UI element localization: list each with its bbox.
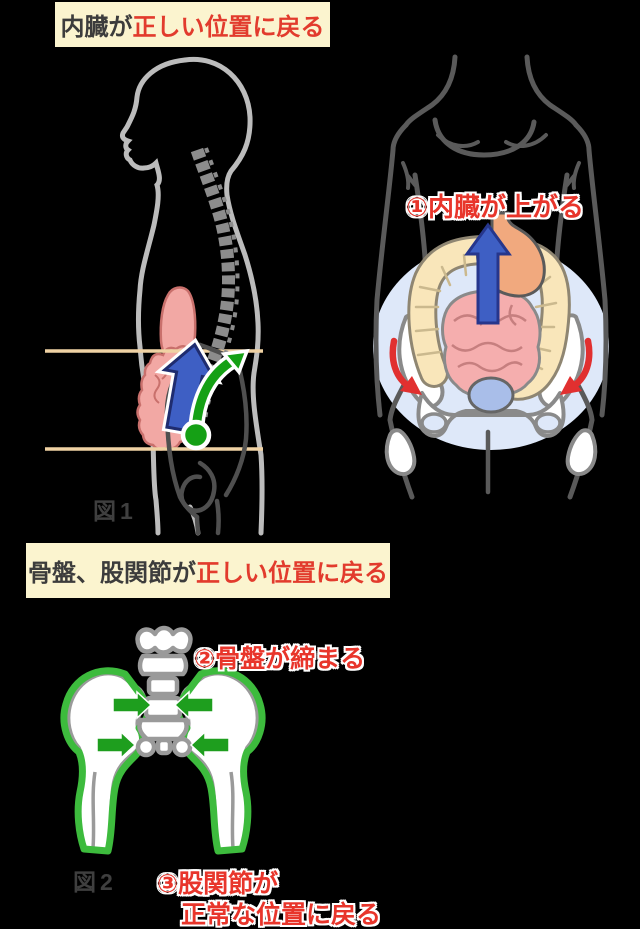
- front-abdomen-figure: [373, 54, 609, 500]
- banner2-red-text: 正しい位置に戻る: [196, 560, 388, 587]
- vertebra-2: [137, 653, 189, 677]
- lower-left-arrow: [96, 730, 137, 760]
- banner1-red-text: 正しい位置に戻る: [132, 14, 325, 41]
- upper-left-arrow: [112, 690, 153, 720]
- callout-pelvis-tighten: ②骨盤が締まる: [194, 645, 366, 673]
- sacrum-spine: [135, 625, 193, 758]
- organs-rise-arrow: [464, 222, 512, 325]
- arm-left-line: [373, 122, 409, 418]
- sacrum: [137, 717, 189, 742]
- arm-right-line: [573, 122, 609, 418]
- chest-left-curve: [436, 133, 480, 149]
- pivot-dot: [180, 419, 212, 451]
- right-femur-midline: [229, 771, 235, 849]
- callout-hip-line1: ③股関節が: [157, 870, 279, 898]
- section-organs-banner: 内臓が正しい位置に戻る: [55, 2, 330, 47]
- femur-line-back: [214, 498, 221, 536]
- vertebra-3: [146, 675, 180, 697]
- red-arrow-right-curve: [570, 337, 593, 390]
- chest-right-curve: [504, 133, 548, 149]
- pelvis-front-figure: [60, 625, 266, 855]
- armpit-left-detail: [401, 161, 417, 190]
- vertebra-1: [135, 625, 193, 655]
- pubic-symphysis: [155, 737, 173, 756]
- banner1-dark-text: 内臓が: [60, 14, 133, 41]
- red-arrow-left-curve: [389, 337, 412, 390]
- bladder: [467, 376, 515, 414]
- tighten-arrows: [96, 690, 230, 760]
- callout-organs-rise: ①内臓が上がる: [406, 192, 585, 222]
- neck-right-line: [524, 54, 579, 128]
- femur-line-front: [194, 514, 201, 536]
- armpit-right-detail: [565, 161, 581, 190]
- right-femur-head: [565, 428, 598, 476]
- curve-arrowhead: [220, 348, 250, 376]
- red-close-arrows: [389, 337, 593, 395]
- section-pelvis-banner: 骨盤、股関節が正しい位置に戻る: [26, 543, 390, 598]
- vertebra-4: [143, 695, 183, 720]
- callout-hip-line2: 正常な位置に戻る: [181, 901, 382, 929]
- left-femur-midline: [91, 771, 97, 849]
- red-arrow-right-head: [560, 376, 582, 395]
- tank-top-neckline: [432, 117, 537, 158]
- figure1-label: 図1: [93, 498, 137, 524]
- figure2-label: 図2: [73, 869, 117, 895]
- pelvis-tilt-arrow: [180, 348, 250, 451]
- right-pubis-ring: [171, 736, 193, 758]
- lower-right-arrow: [189, 730, 230, 760]
- neck-left-line: [403, 54, 458, 128]
- upper-right-arrow: [173, 690, 214, 720]
- side-body-figure: [45, 56, 265, 536]
- left-pubis-ring: [135, 736, 157, 758]
- banner2-dark-text: 骨盤、股関節が: [28, 560, 196, 587]
- left-femur-head: [384, 428, 417, 476]
- red-arrow-left-head: [400, 376, 422, 395]
- head-back-line: [182, 56, 265, 536]
- ischium-back-line: [223, 357, 249, 498]
- left-obturator-hole: [420, 412, 448, 434]
- hip-socket-loop: [179, 460, 217, 513]
- vertebrae-column: [189, 147, 235, 428]
- right-obturator-hole: [534, 412, 562, 434]
